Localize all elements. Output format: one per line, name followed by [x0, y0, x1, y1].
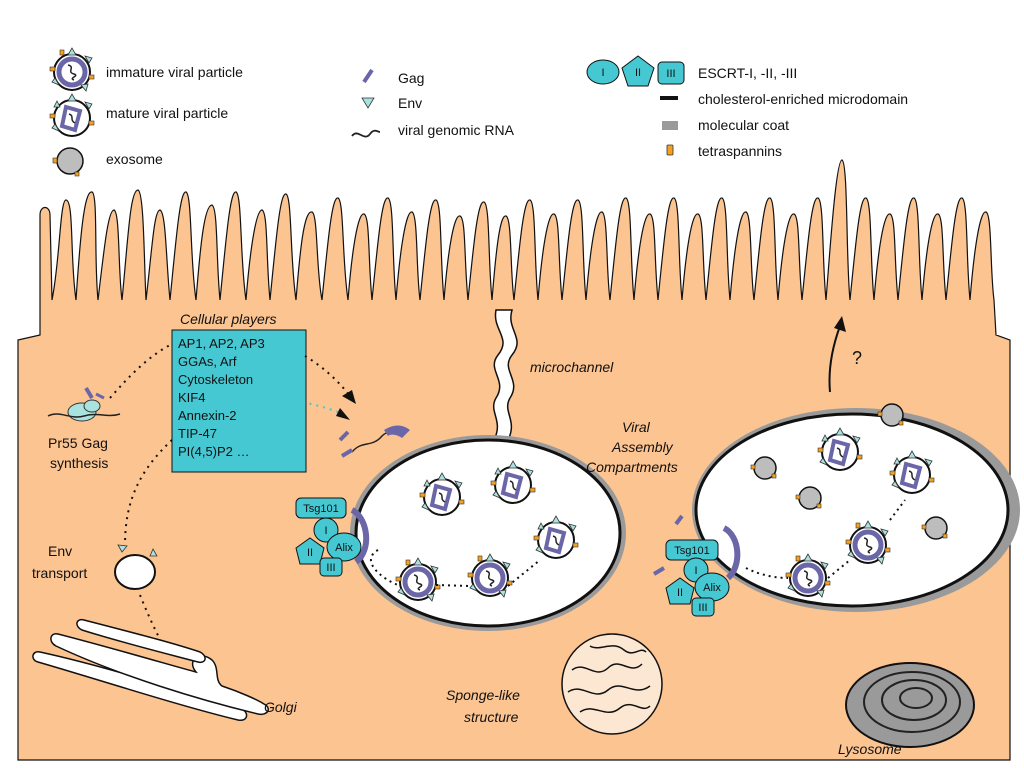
escrt-complex-right: Tsg101 I II Alix III — [652, 514, 741, 617]
legend-tetraspannins-text: tetraspannins — [698, 143, 782, 159]
legend-coat-text: molecular coat — [698, 117, 789, 133]
golgi-label: Golgi — [264, 699, 298, 715]
legend-immature-icon — [50, 48, 94, 91]
vac-label-1: Viral — [622, 419, 651, 435]
legend-coat-icon — [662, 121, 678, 130]
alix-label: Alix — [335, 542, 353, 554]
legend-mature-text: mature viral particle — [106, 105, 228, 121]
cellular-players-box — [171, 329, 307, 473]
tsg101-label: Tsg101 — [674, 545, 709, 557]
env-transport-label-2: transport — [32, 565, 87, 581]
legend-escrt-text: ESCRT-I, -II, -III — [698, 65, 797, 81]
legend-rna-icon — [351, 129, 381, 138]
legend-cholesterol-icon — [660, 96, 678, 100]
player-item: GGAs, Arf — [178, 354, 237, 369]
player-item: Annexin-2 — [178, 408, 237, 423]
sponge-structure — [561, 633, 663, 735]
golgi — [32, 618, 269, 721]
escrt-i-label: I — [694, 565, 697, 577]
tsg101-label: Tsg101 — [303, 503, 338, 515]
vac-label-2: Assembly — [611, 439, 674, 455]
legend-rna-text: viral genomic RNA — [398, 122, 515, 138]
sponge-label-1: Sponge-like — [446, 687, 520, 703]
escrt-iii-label: III — [698, 602, 707, 614]
ribosome-icon — [47, 386, 121, 422]
player-item: AP1, AP2, AP3 — [178, 336, 265, 351]
legend-exosome-text: exosome — [106, 151, 163, 167]
sponge-label-2: structure — [464, 709, 519, 725]
svg-text:I: I — [601, 67, 604, 79]
legend-exosome-icon — [52, 147, 84, 177]
svg-text:II: II — [635, 67, 641, 79]
vac-label-3: Compartments — [586, 459, 678, 475]
microchannel-label: microchannel — [530, 359, 614, 375]
escrt-iii-label: III — [326, 562, 335, 574]
legend-escrt-icons: I II III — [586, 55, 685, 87]
alix-label: Alix — [703, 582, 721, 594]
svg-text:III: III — [666, 68, 675, 80]
lysosome-label: Lysosome — [838, 741, 902, 757]
player-item: TIP-47 — [178, 426, 217, 441]
pr55-label-1: Pr55 Gag — [48, 435, 108, 451]
escrt-i-label: I — [324, 525, 327, 537]
legend-env-text: Env — [398, 95, 422, 111]
escrt-ii-label: II — [677, 587, 683, 599]
legend-tetraspannin-icon — [666, 144, 674, 156]
legend-gag-text: Gag — [398, 70, 424, 86]
legend-cholesterol-text: cholesterol-enriched microdomain — [698, 91, 908, 107]
vac-left — [354, 438, 622, 628]
escrt-ii-label: II — [307, 547, 313, 559]
player-item: Cytoskeleton — [178, 372, 253, 387]
transport-vesicle — [114, 554, 156, 590]
legend-mature-icon — [48, 92, 96, 138]
pr55-label-2: synthesis — [50, 455, 108, 471]
player-item: KIF4 — [178, 390, 205, 405]
lysosome — [845, 662, 975, 748]
player-item: PI(4,5)P2 … — [178, 444, 250, 459]
question-mark: ? — [852, 348, 862, 368]
legend-env-icon — [361, 97, 375, 109]
players-title: Cellular players — [180, 311, 276, 327]
gag-cluster — [338, 425, 410, 458]
env-transport-label-1: Env — [48, 543, 72, 559]
escrt-complex-left: Tsg101 I II Alix III — [295, 497, 370, 577]
legend-gag-icon — [362, 68, 374, 84]
legend-immature-text: immature viral particle — [106, 64, 243, 80]
